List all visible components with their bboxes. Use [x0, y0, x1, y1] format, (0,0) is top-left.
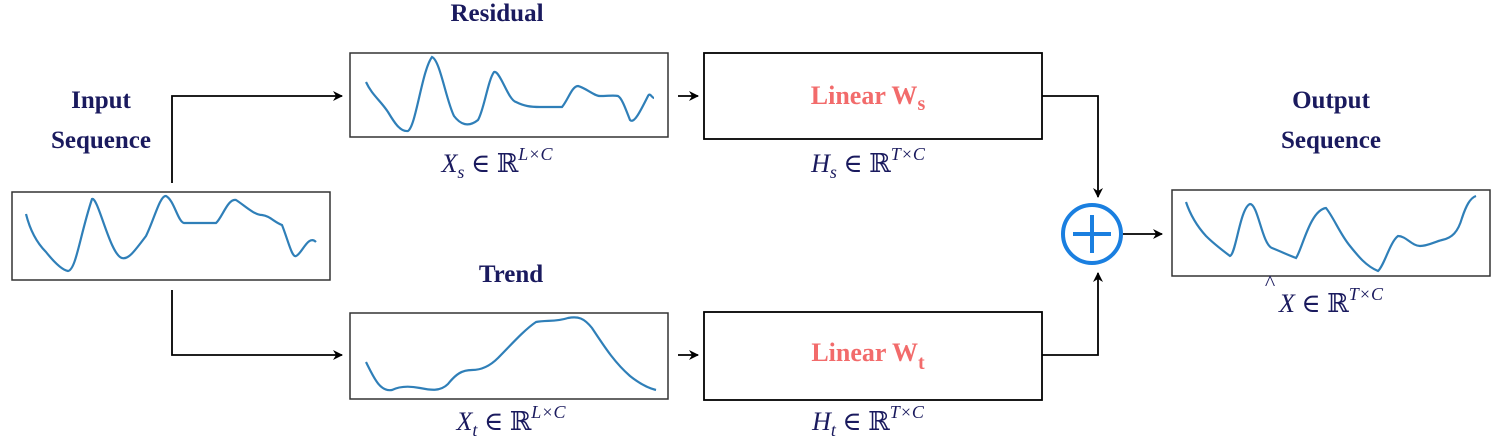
- output-label-line2: Sequence: [1281, 127, 1381, 154]
- trend-box: [349, 312, 669, 400]
- residual-label: Residual: [450, 0, 543, 27]
- linear-ws-main: Linear W: [811, 81, 918, 110]
- linear-ws-label: Linear Ws: [811, 81, 926, 115]
- output-label-line1: Output: [1292, 87, 1370, 114]
- arrow-linear-s-to-sum: [1042, 95, 1103, 198]
- trend-curve: [365, 316, 657, 392]
- linear-ws-sub: s: [917, 93, 925, 115]
- linear-wt-main: Linear W: [811, 338, 918, 367]
- input-label-line1: Input: [71, 87, 131, 114]
- linear-wt-box: [703, 311, 1043, 401]
- output-sequence-box: [1171, 189, 1491, 277]
- arrow-input-to-residual: [171, 91, 343, 183]
- input-sequence-box: [11, 191, 331, 281]
- linear-wt-label: Linear Wt: [811, 338, 925, 374]
- xhat-accent: ^: [1265, 270, 1276, 295]
- xt-formula: Xt ∈ ℝL×C: [456, 402, 567, 440]
- circled-plus-icon: [1061, 203, 1123, 265]
- ht-formula: Ht ∈ ℝT×C: [811, 402, 925, 440]
- xs-formula: Xs ∈ ℝL×C: [441, 144, 554, 182]
- arrow-input-to-trend: [171, 290, 343, 360]
- xhat-formula: X ∈ ℝT×C: [1278, 284, 1384, 318]
- hs-formula: Hs ∈ ℝT×C: [810, 144, 926, 182]
- residual-curve: [365, 55, 655, 133]
- trend-label: Trend: [479, 261, 543, 288]
- input-sequence-curve: [24, 194, 317, 273]
- residual-box: [349, 52, 669, 138]
- input-label-line2: Sequence: [51, 127, 151, 154]
- output-sequence-curve: [1184, 194, 1477, 273]
- arrow-linear-t-to-sum: [1042, 272, 1103, 356]
- linear-wt-sub: t: [918, 352, 925, 374]
